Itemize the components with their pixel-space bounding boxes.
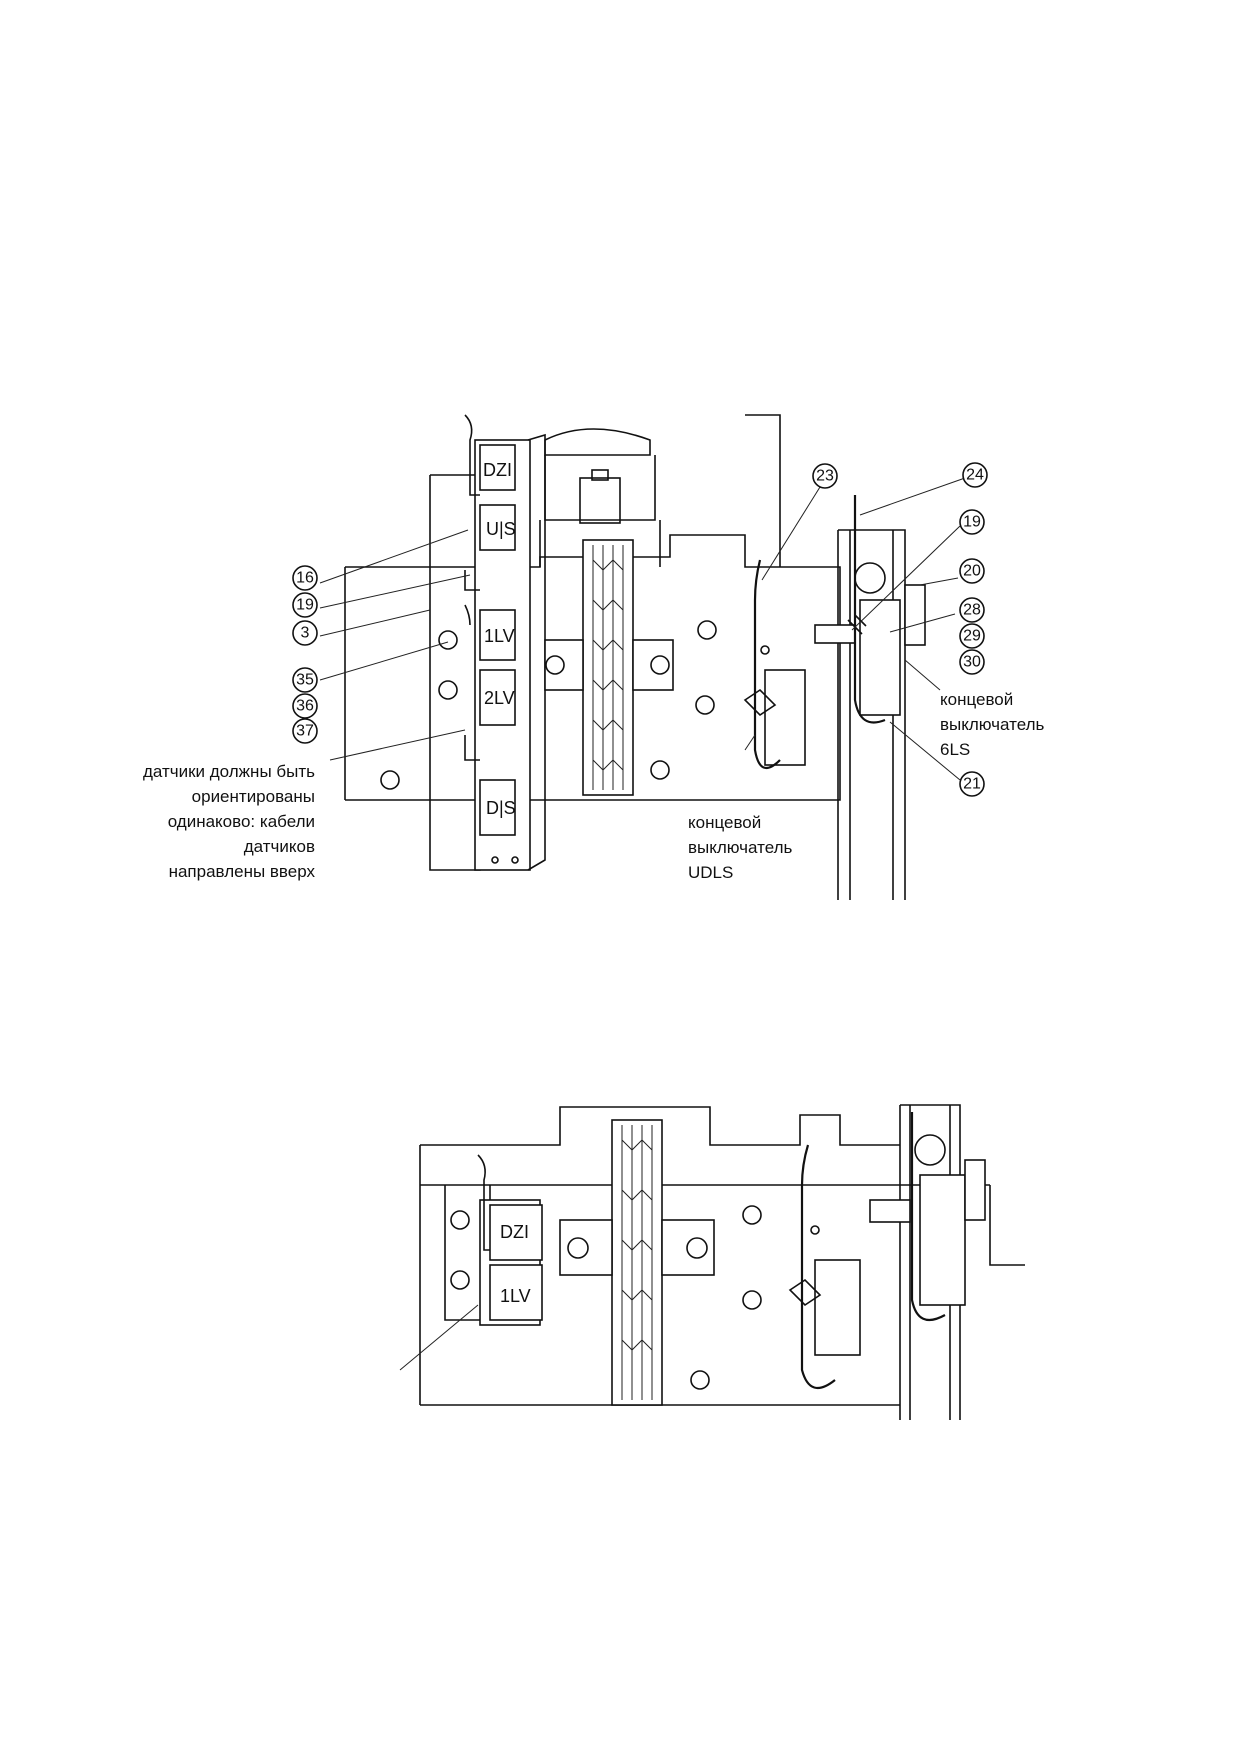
svg-text:6LS: 6LS [940,740,970,759]
svg-text:36: 36 [296,698,314,715]
note-6ls: концевой выключатель 6LS [940,690,1045,759]
svg-text:24: 24 [966,467,984,484]
svg-text:37: 37 [296,723,314,740]
sensor-bottom-1: DZI [500,1222,529,1242]
sensor-top-2: U|S [486,519,516,539]
sensor-top-1: DZI [483,460,512,480]
top-drawing: DZI U|S 1LV 2LV D|S [344,414,926,900]
svg-text:3: 3 [301,625,310,642]
sensor-top-3: 1LV [484,626,515,646]
leaders-top [319,477,966,781]
svg-text:16: 16 [296,570,314,587]
svg-text:29: 29 [963,628,981,645]
svg-text:19: 19 [963,514,981,531]
svg-text:30: 30 [963,654,981,671]
svg-text:23: 23 [816,468,834,485]
bottom-drawing: DZI 1LV [399,1104,1025,1420]
svg-text:датчики должны быть: датчики должны быть [143,762,315,781]
svg-text:датчиков: датчиков [244,837,315,856]
svg-text:ориентированы: ориентированы [192,787,315,806]
svg-text:20: 20 [963,563,981,580]
svg-text:одинаково: кабели: одинаково: кабели [168,812,315,831]
callouts-right: 23 24 19 20 28 29 30 21 [812,462,988,797]
sensor-top-4: 2LV [484,688,515,708]
note-sensor-orientation: датчики должны быть ориентированы одинак… [143,762,316,881]
svg-text:концевой: концевой [940,690,1013,709]
svg-text:21: 21 [963,776,981,793]
svg-text:концевой: концевой [688,813,761,832]
callouts-left: 16 19 3 35 36 37 [292,565,318,744]
svg-text:выключатель: выключатель [688,838,793,857]
svg-text:UDLS: UDLS [688,863,733,882]
svg-text:28: 28 [963,602,981,619]
sensor-bottom-2: 1LV [500,1286,531,1306]
svg-text:выключатель: выключатель [940,715,1045,734]
svg-text:19: 19 [296,597,314,614]
svg-text:35: 35 [296,672,314,689]
note-udls: концевой выключатель UDLS [688,813,793,882]
svg-text:направлены вверх: направлены вверх [169,862,316,881]
sensor-top-5: D|S [486,798,516,818]
